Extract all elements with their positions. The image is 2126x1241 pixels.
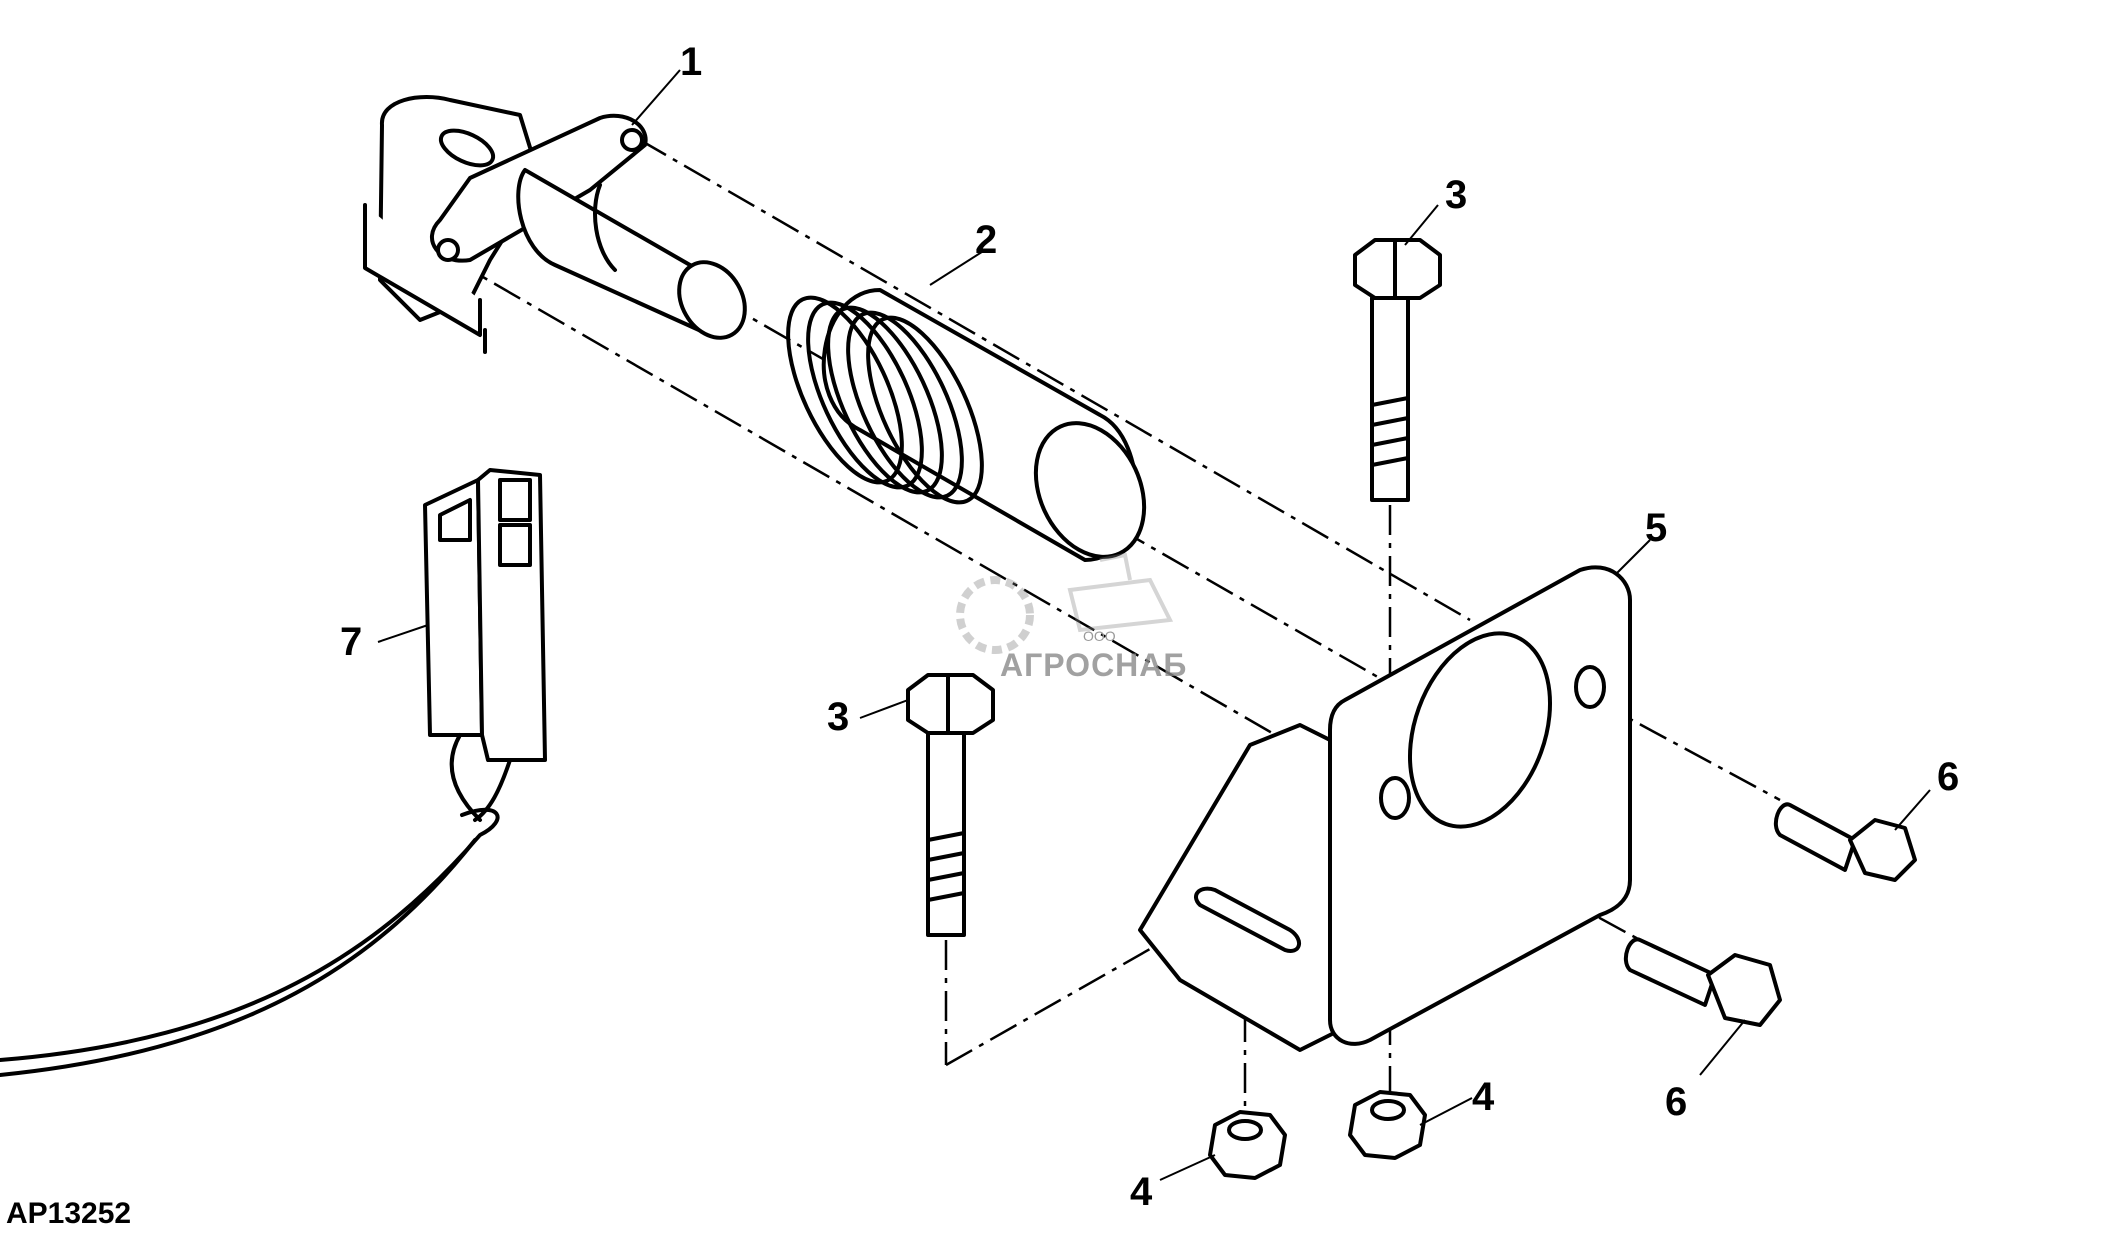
- speed-sensor: [363, 95, 747, 354]
- watermark-text: АГРОСНАБ: [1000, 647, 1188, 683]
- bolt-lower: [906, 673, 995, 937]
- threaded-sleeve: [786, 288, 1147, 562]
- callout-3-upper: 3: [1445, 173, 1468, 217]
- callout-4-left: 4: [1130, 1170, 1153, 1214]
- callout-5: 5: [1645, 506, 1668, 550]
- callout-6-lower: 6: [1665, 1080, 1688, 1124]
- callout-7: 7: [340, 620, 363, 664]
- bolt-right-lower: [1623, 937, 1782, 1027]
- nut-left: [1208, 1110, 1287, 1180]
- bolt-upper: [1353, 238, 1442, 502]
- callout-leaders: [377, 69, 1931, 1181]
- mounting-bracket: [1138, 565, 1632, 1052]
- watermark-logo: [956, 552, 1174, 654]
- bolt-right-upper: [1773, 802, 1917, 882]
- callout-6-upper: 6: [1937, 755, 1960, 799]
- callout-3-lower: 3: [827, 695, 850, 739]
- wire-connector: [0, 468, 547, 1077]
- nut-right: [1348, 1090, 1427, 1160]
- callout-4-right: 4: [1472, 1075, 1495, 1119]
- callout-1: 1: [680, 40, 703, 84]
- watermark-prefix: ООО: [1083, 628, 1116, 644]
- callout-2: 2: [975, 218, 998, 262]
- figure-code: AP13252: [6, 1197, 132, 1230]
